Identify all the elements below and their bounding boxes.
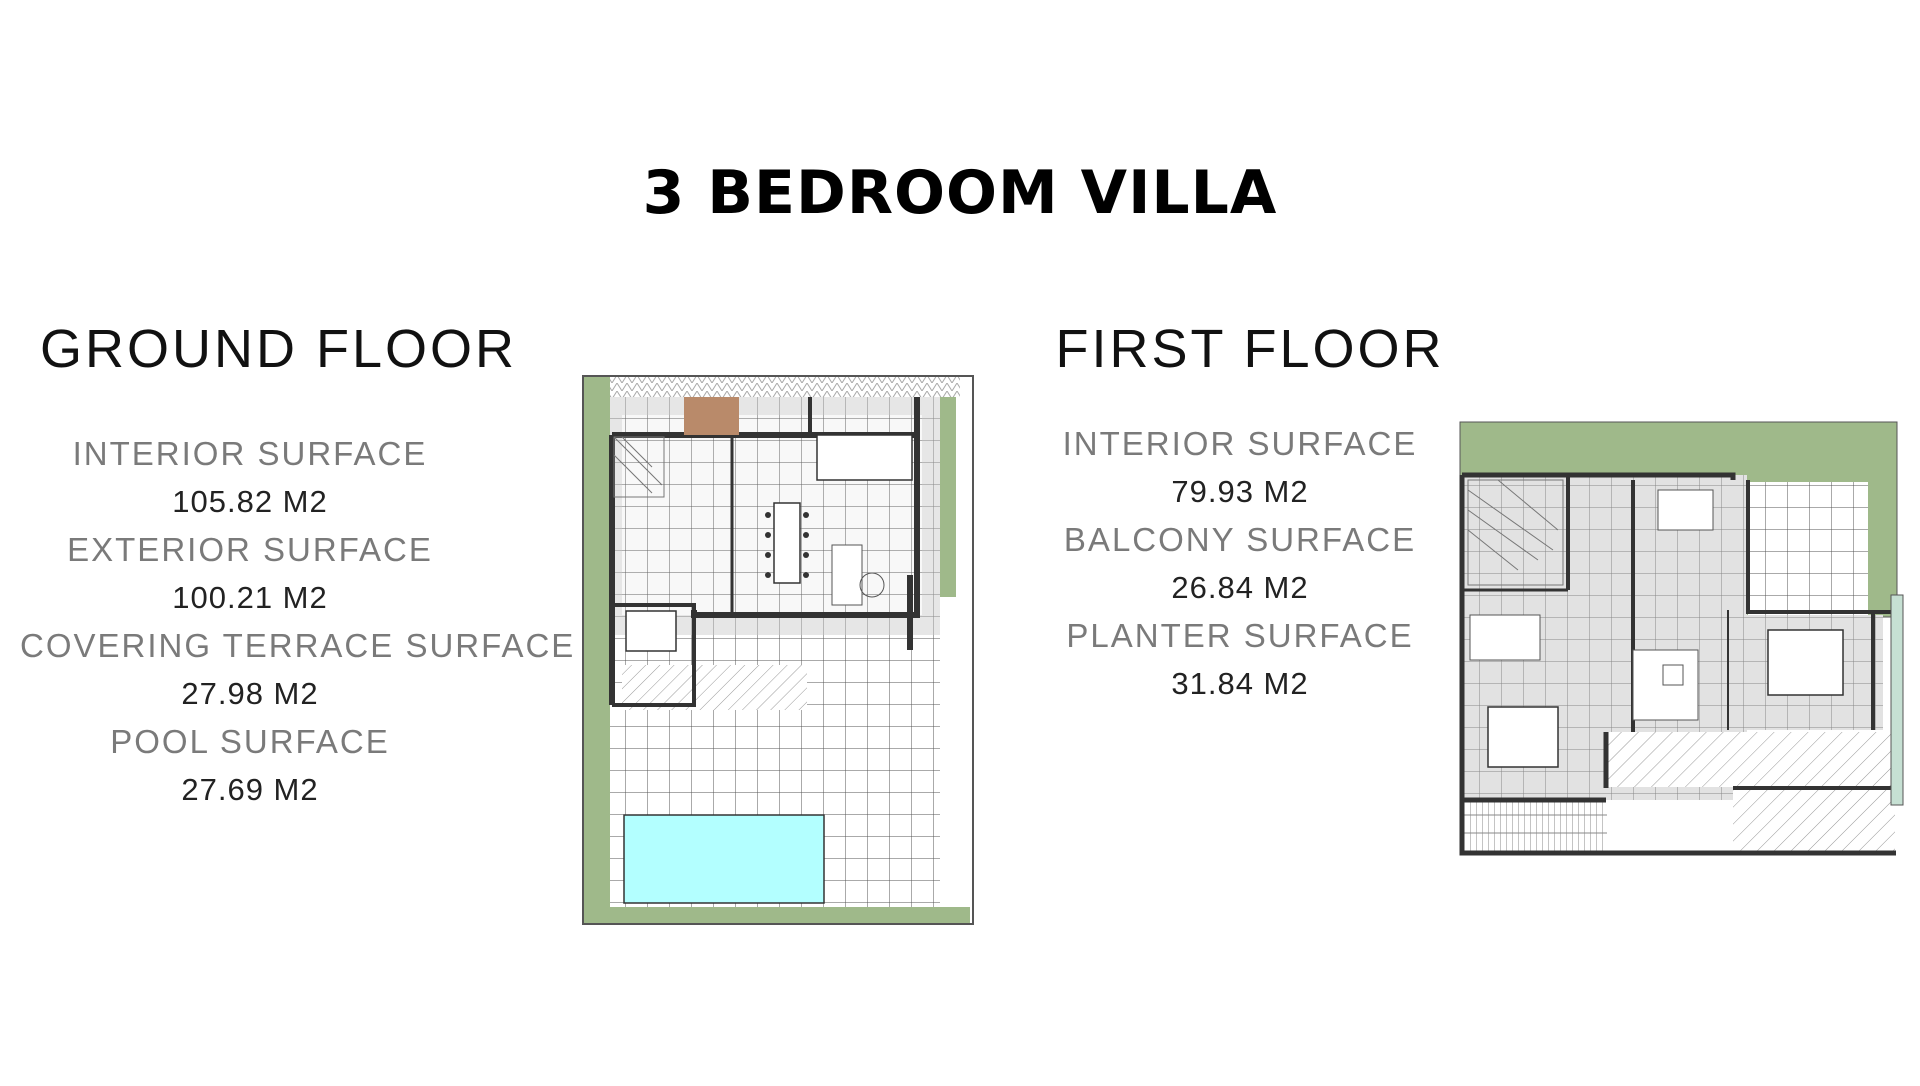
stat-value: 26.84 M2	[1171, 570, 1309, 605]
balcony	[1606, 732, 1896, 787]
first-floor-stats: INTERIOR SURFACE 79.93 M2 BALCONY SURFAC…	[1040, 420, 1440, 708]
ground-floor-stats: INTERIOR SURFACE 105.82 M2 EXTERIOR SURF…	[20, 430, 576, 814]
stat-label: INTERIOR SURFACE	[72, 435, 428, 472]
stat-value: 105.82 M2	[172, 484, 328, 519]
stat-value: 79.93 M2	[1171, 474, 1309, 509]
bed	[1487, 706, 1559, 768]
stat-label: PLANTER SURFACE	[1066, 617, 1414, 654]
stat-label: COVERING TERRACE SURFACE	[20, 627, 576, 664]
stat-value: 27.98 M2	[181, 676, 319, 711]
first-floor-plan	[1459, 421, 1904, 856]
bed	[1767, 629, 1844, 696]
stat-label: EXTERIOR SURFACE	[67, 531, 433, 568]
ground-floor-heading: GROUND FLOOR	[40, 319, 518, 379]
ground-floor-plan	[582, 375, 974, 925]
stat-label: INTERIOR SURFACE	[1062, 425, 1418, 462]
deck	[684, 397, 739, 435]
pool	[623, 814, 825, 904]
covered-terrace	[622, 665, 807, 710]
planter-left	[584, 377, 610, 923]
stat-label: BALCONY SURFACE	[1063, 521, 1417, 558]
planter-bottom	[584, 907, 970, 923]
stat-label: POOL SURFACE	[110, 723, 390, 760]
stat-value: 100.21 M2	[172, 580, 328, 615]
stat-value: 27.69 M2	[181, 772, 319, 807]
first-floor-heading: FIRST FLOOR	[1055, 319, 1445, 379]
stat-value: 31.84 M2	[1171, 666, 1309, 701]
page-title: 3 BEDROOM VILLA	[642, 158, 1278, 228]
